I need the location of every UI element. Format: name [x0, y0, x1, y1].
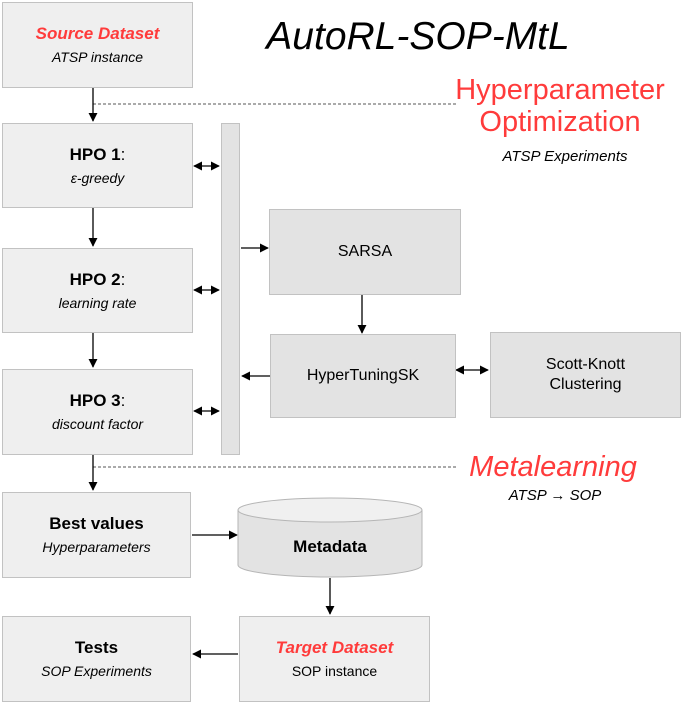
sarsa-label: SARSA [337, 243, 393, 260]
source-dataset-title: Source Dataset [35, 24, 160, 43]
target-dataset-title: Target Dataset [275, 638, 394, 657]
hpo3-colon: : [120, 391, 126, 410]
target-dataset-subtitle: SOP instance [291, 663, 378, 679]
best-values-subtitle: Hyperparameters [42, 539, 151, 555]
tests-subtitle: SOP Experiments [41, 663, 152, 679]
sarsa-node: SARSA [269, 209, 461, 295]
hpo-section-subtitle: ATSP Experiments [502, 148, 628, 165]
hpo2-title: HPO 2 [69, 269, 121, 289]
best-values-node: Best values Hyperparameters [2, 492, 191, 578]
tests-title: Tests [74, 638, 119, 657]
hpo1-title: HPO 1 [69, 144, 121, 164]
best-values-title: Best values [49, 514, 144, 533]
hpo3-subtitle: discount factor [51, 416, 144, 432]
scott-knott-line1: Scott-Knott [545, 356, 626, 373]
hypertuningsk-node: HyperTuningSK [270, 334, 456, 418]
hpo-bus-bar [221, 123, 240, 455]
hpo3-title: HPO 3 [69, 391, 121, 410]
tests-node: Tests SOP Experiments [2, 616, 191, 702]
scott-knott-line2: Clustering [549, 376, 622, 393]
meta-section-title: Metalearning [469, 451, 637, 483]
source-dataset-node: Source Dataset ATSP instance [2, 2, 193, 88]
hpo1-colon: : [120, 144, 126, 164]
hpo1-node: HPO 1: ε-greedy [2, 123, 193, 208]
hypertuningsk-label: HyperTuningSK [306, 367, 420, 384]
metadata-label: Metadata [293, 537, 367, 556]
hpo-section-title-line2: Optimization [479, 106, 641, 138]
diagram-title: AutoRL-SOP-MtL [266, 15, 570, 58]
hpo2-subtitle: learning rate [58, 294, 137, 311]
hpo1-subtitle: ε-greedy [70, 169, 125, 186]
hpo-section-title-line1: Hyperparameter [455, 74, 665, 106]
meta-section-subtitle: ATSP → SOP [508, 487, 602, 504]
hpo2-node: HPO 2: learning rate [2, 248, 193, 333]
scott-knott-node: Scott-Knott Clustering [490, 332, 681, 418]
hpo2-colon: : [120, 269, 126, 289]
target-dataset-node: Target Dataset SOP instance [239, 616, 430, 702]
source-dataset-subtitle: ATSP instance [51, 49, 144, 65]
metadata-cylinder [237, 497, 423, 578]
hpo3-node: HPO 3: discount factor [2, 369, 193, 455]
